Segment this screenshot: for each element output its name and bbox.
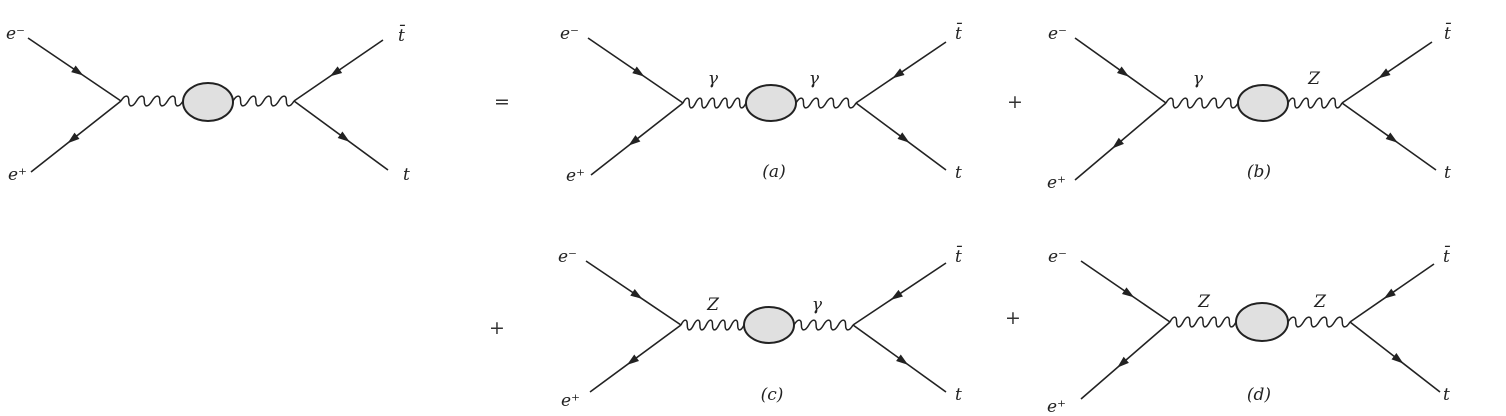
caption-b: (b) xyxy=(1247,162,1271,182)
self-energy-blob xyxy=(745,84,797,122)
arrow-icon xyxy=(897,132,910,143)
top-label: t xyxy=(955,385,962,405)
self-energy-blob xyxy=(1237,84,1289,122)
arrow-icon xyxy=(67,132,80,144)
positron-label: e⁺ xyxy=(8,165,27,185)
electron-label: e⁻ xyxy=(6,24,25,44)
photon-label: γ xyxy=(812,295,823,315)
boson-propagator-left xyxy=(120,95,184,107)
antitop-label: t̄ xyxy=(955,244,962,267)
diagram-c: e⁻ e⁺ t̄ t Z γ (c) xyxy=(558,244,962,411)
top-label: t xyxy=(955,163,962,183)
arrow-icon xyxy=(71,65,84,76)
electron-label: e⁻ xyxy=(1048,24,1067,44)
photon-label-left: γ xyxy=(708,69,719,89)
antitop-label: t̄ xyxy=(1443,244,1450,267)
boson-propagator-right xyxy=(232,95,295,107)
diagram-b: e⁻ e⁺ t̄ t γ Z (b) xyxy=(1047,21,1451,193)
arrow-icon xyxy=(329,66,343,77)
arrow-icon xyxy=(630,288,643,299)
positron-label: e⁺ xyxy=(561,391,580,411)
antitop-label: t̄ xyxy=(398,23,405,46)
boson-propagator-left xyxy=(680,319,745,331)
z-boson-label-right: Z xyxy=(1313,292,1327,312)
top-label: t xyxy=(1443,385,1450,405)
arrow-icon xyxy=(1378,68,1391,79)
top-label: t xyxy=(1444,163,1451,183)
electron-label: e⁻ xyxy=(558,247,577,267)
caption-a: (a) xyxy=(762,162,785,182)
arrow-icon xyxy=(632,66,645,77)
z-boson-label: Z xyxy=(706,295,720,315)
arrow-icon xyxy=(626,354,640,365)
arrow-icon xyxy=(1391,353,1404,364)
self-energy-blob xyxy=(743,306,795,344)
boson-propagator-right xyxy=(1287,316,1351,328)
arrow-icon xyxy=(628,135,641,146)
boson-propagator-left xyxy=(682,97,747,109)
arrow-icon xyxy=(1112,137,1124,149)
top-label: t xyxy=(403,165,410,185)
plus-sign-1: + xyxy=(1007,91,1023,113)
arrow-icon xyxy=(1117,356,1129,368)
arrow-icon xyxy=(1121,287,1135,298)
positron-label: e⁺ xyxy=(1047,397,1066,416)
boson-propagator-right xyxy=(793,319,854,331)
arrow-icon xyxy=(896,354,909,365)
boson-propagator-right xyxy=(1287,97,1343,109)
electron-label: e⁻ xyxy=(560,24,579,44)
diagram-d: e⁻ e⁺ t̄ t Z Z (d) xyxy=(1047,244,1450,416)
plus-sign-2: + xyxy=(489,317,505,339)
electron-label: e⁻ xyxy=(1048,247,1067,267)
antitop-label: t̄ xyxy=(1444,21,1451,44)
self-energy-blob xyxy=(1235,302,1289,342)
photon-label: γ xyxy=(1193,69,1204,89)
arrow-icon xyxy=(892,68,905,79)
diagram-total: e⁻ e⁺ t̄ t xyxy=(6,23,410,185)
plus-sign-3: + xyxy=(1005,307,1021,329)
arrow-icon xyxy=(890,289,903,300)
arrow-icon xyxy=(337,131,350,142)
arrow-icon xyxy=(1116,66,1130,77)
caption-c: (c) xyxy=(761,385,784,405)
z-boson-label-left: Z xyxy=(1197,292,1211,312)
z-boson-label: Z xyxy=(1307,69,1321,89)
positron-label: e⁺ xyxy=(566,166,585,186)
boson-propagator-right xyxy=(795,97,857,109)
self-energy-blob xyxy=(182,82,234,122)
caption-d: (d) xyxy=(1247,385,1271,405)
diagram-a: e⁻ e⁺ t̄ t γ γ (a) xyxy=(560,21,962,186)
equals-sign: = xyxy=(494,91,510,113)
positron-label: e⁺ xyxy=(1047,173,1066,193)
photon-label-right: γ xyxy=(809,69,820,89)
arrow-icon xyxy=(1383,288,1396,299)
boson-propagator-left xyxy=(1169,316,1237,328)
arrow-icon xyxy=(1385,132,1398,143)
antitop-label: t̄ xyxy=(955,21,962,44)
boson-propagator-left xyxy=(1165,97,1239,109)
